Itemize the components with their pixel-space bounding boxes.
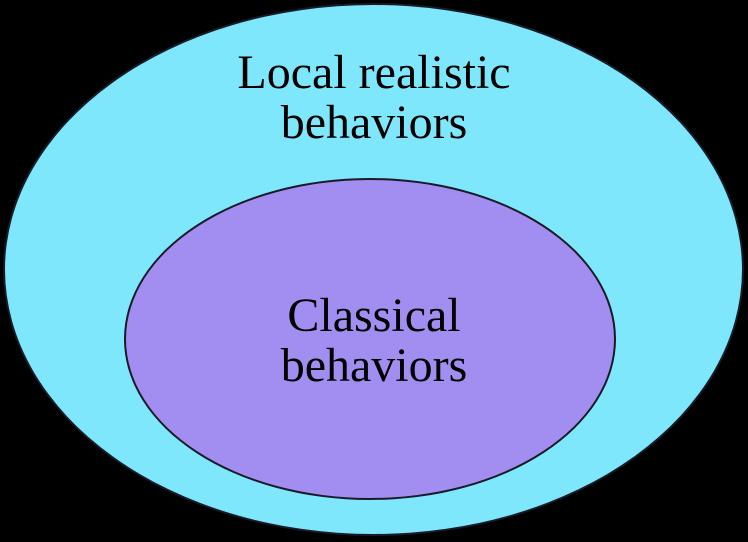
inner-set-label-line1: Classical [287,289,461,342]
outer-set-label: Local realistic behaviors [0,48,748,148]
inner-set-label-line2: behaviors [280,339,468,392]
outer-set-label-line1: Local realistic [237,46,511,99]
outer-set-label-line2: behaviors [280,96,468,149]
inner-set-ellipse [124,178,616,500]
inner-set-label: Classical behaviors [0,291,748,391]
